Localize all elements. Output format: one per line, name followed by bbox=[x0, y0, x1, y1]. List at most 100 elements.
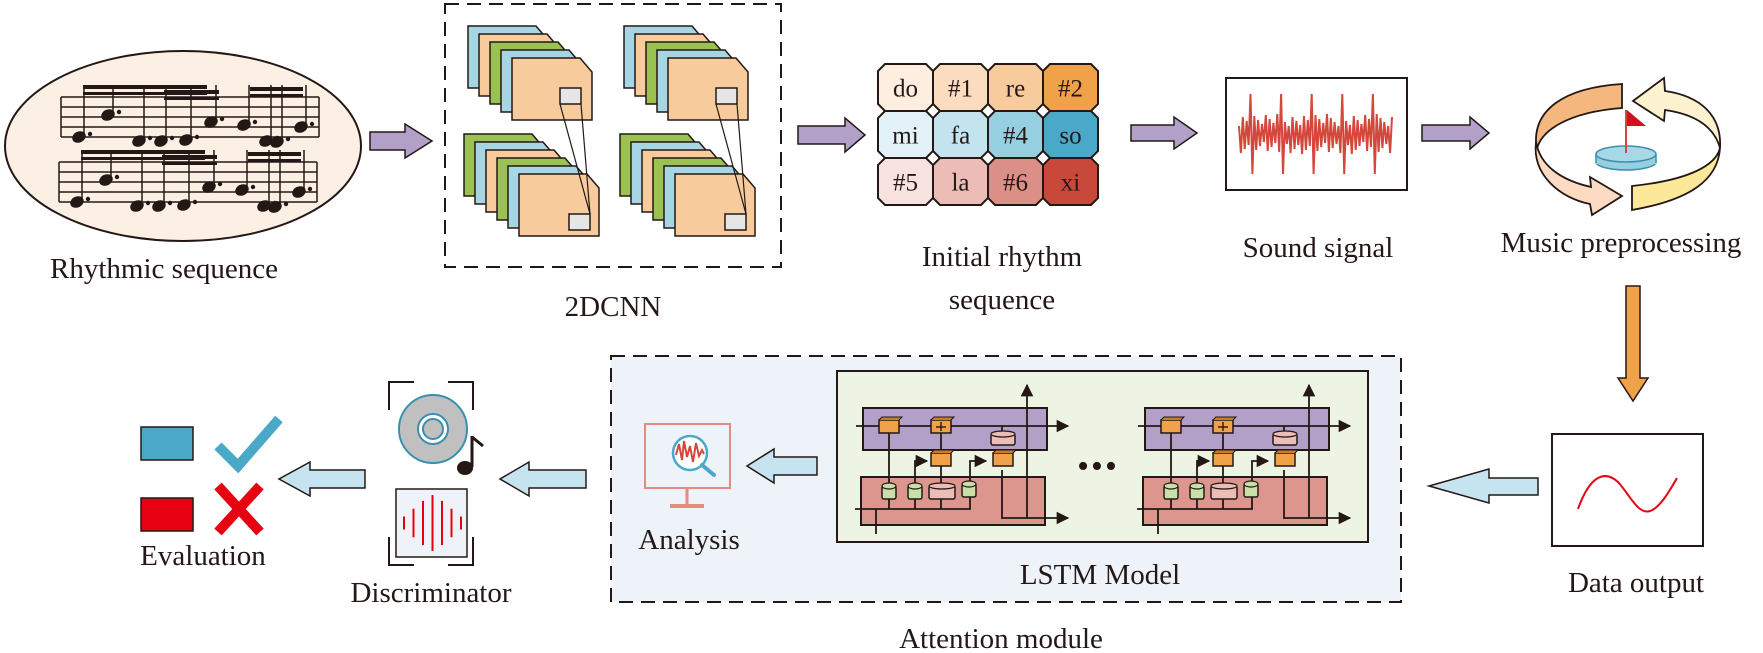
attention-module-label: Attention module bbox=[899, 623, 1103, 653]
initial-rhythm-label-line2: sequence bbox=[949, 284, 1055, 316]
note-head bbox=[294, 121, 308, 133]
rhythm-cell-label: #5 bbox=[893, 170, 918, 197]
sheet-music-ellipse bbox=[4, 50, 362, 242]
kernel-square bbox=[568, 213, 591, 231]
note-beam bbox=[162, 155, 217, 159]
cnn-dashed-box bbox=[444, 3, 782, 268]
check-icon bbox=[214, 415, 283, 474]
flow-arrow-down bbox=[1616, 285, 1650, 403]
waveform-icon bbox=[395, 488, 468, 558]
note-head bbox=[154, 135, 168, 147]
analysis-monitor-icon bbox=[644, 423, 731, 508]
music-note-icon bbox=[457, 435, 484, 475]
lstm-gate bbox=[1160, 419, 1182, 434]
sound-signal-label: Sound signal bbox=[1243, 232, 1394, 264]
flow-arrow-left bbox=[1426, 468, 1539, 504]
note-beam bbox=[248, 152, 301, 156]
note-head bbox=[179, 134, 193, 146]
lstm-gate bbox=[930, 452, 952, 467]
note-head bbox=[202, 181, 216, 193]
focus-brackets bbox=[388, 381, 474, 566]
note-beam bbox=[81, 150, 205, 154]
note-head bbox=[292, 186, 306, 198]
data-output-label: Data output bbox=[1568, 567, 1704, 599]
lstm-connector bbox=[1001, 470, 1070, 525]
rhythm-cell-label: do bbox=[893, 76, 918, 103]
note-head bbox=[257, 200, 271, 212]
lstm-model: ••• LSTM Model bbox=[836, 370, 1369, 591]
kernel-square bbox=[715, 87, 738, 105]
rhythm-cell-label: so bbox=[1059, 123, 1081, 150]
lstm-gate bbox=[1212, 452, 1234, 467]
cnn-label: 2DCNN bbox=[565, 291, 662, 323]
sine-wave-icon bbox=[1577, 475, 1678, 513]
rhythm-cell-label: la bbox=[951, 170, 969, 197]
discriminator-label: Discriminator bbox=[350, 577, 511, 609]
flow-arrow-left bbox=[745, 447, 818, 485]
rhythm-cell bbox=[1042, 157, 1099, 206]
note-head bbox=[177, 199, 191, 211]
note-head bbox=[130, 200, 144, 212]
disc-icon bbox=[398, 394, 468, 464]
flow-arrow bbox=[797, 116, 867, 154]
rhythm-cell bbox=[987, 157, 1044, 206]
kernel-link bbox=[736, 103, 747, 215]
rhythmic-sequence-label: Rhythmic sequence bbox=[50, 253, 278, 285]
rhythm-cell bbox=[877, 157, 934, 206]
lstm-gate bbox=[1274, 452, 1296, 467]
note-head bbox=[101, 109, 115, 121]
flow-arrow-left bbox=[277, 460, 366, 498]
kernel-link bbox=[715, 103, 747, 215]
rhythm-cell-label: fa bbox=[951, 123, 970, 150]
lstm-gate bbox=[992, 452, 1014, 467]
note-head bbox=[72, 131, 86, 143]
rhythm-cell-label: #6 bbox=[1003, 170, 1028, 197]
flow-arrow bbox=[1421, 115, 1491, 151]
note-head bbox=[152, 200, 166, 212]
note-head bbox=[132, 135, 146, 147]
rhythm-cell-label: mi bbox=[892, 123, 918, 150]
lstm-connector bbox=[1283, 470, 1352, 525]
kernel-square bbox=[724, 213, 747, 231]
initial-rhythm-label-line1: Initial rhythm bbox=[922, 241, 1083, 273]
note-beam bbox=[83, 85, 207, 89]
note-head bbox=[237, 119, 251, 131]
flow-arrow bbox=[1130, 115, 1199, 151]
rhythm-cell-label: xi bbox=[1061, 170, 1081, 197]
lstm-model-label: LSTM Model bbox=[1020, 559, 1180, 591]
data-output-stage: Data output bbox=[1551, 433, 1704, 599]
sheet-music-icon bbox=[58, 85, 320, 213]
sound-signal-stage: Sound signal bbox=[1225, 77, 1408, 264]
rhythm-cell-label: #1 bbox=[948, 76, 973, 103]
rhythm-cell-label: #2 bbox=[1058, 76, 1083, 103]
music-preprocessing-label: Music preprocessing bbox=[1501, 227, 1742, 259]
discriminator-stage: Discriminator bbox=[350, 381, 512, 609]
cnn-stage: 2DCNN bbox=[444, 3, 782, 323]
note-head bbox=[70, 196, 84, 208]
data-output-box bbox=[1551, 433, 1704, 547]
pass-swatch bbox=[140, 426, 194, 461]
note-head bbox=[204, 116, 218, 128]
kernel-link bbox=[580, 103, 591, 215]
rhythmic-sequence-stage: Rhythmic sequence bbox=[4, 50, 362, 285]
flow-arrow-left bbox=[498, 460, 587, 498]
music-preprocessing-stage: Music preprocessing bbox=[1501, 76, 1742, 259]
note-beam bbox=[250, 87, 303, 91]
rhythm-cell bbox=[932, 157, 989, 206]
flow-arrow bbox=[369, 122, 434, 160]
rhythm-cell-label: #4 bbox=[1003, 123, 1029, 150]
fail-swatch bbox=[140, 497, 194, 532]
kernel-square bbox=[559, 87, 582, 105]
lstm-ellipsis: ••• bbox=[1077, 448, 1119, 485]
cycle-arrows-icon bbox=[1534, 76, 1721, 217]
note-head bbox=[235, 184, 249, 196]
analysis-label: Analysis bbox=[638, 524, 740, 556]
cross-icon bbox=[214, 482, 264, 536]
rhythm-grid: do #1 re #2 mi fa #4 so #5 la #6 xi bbox=[877, 63, 1099, 206]
note-beam bbox=[164, 90, 219, 94]
lstm-gate bbox=[878, 419, 900, 434]
rhythm-cell-label: re bbox=[1006, 76, 1025, 103]
note-head bbox=[268, 201, 282, 213]
